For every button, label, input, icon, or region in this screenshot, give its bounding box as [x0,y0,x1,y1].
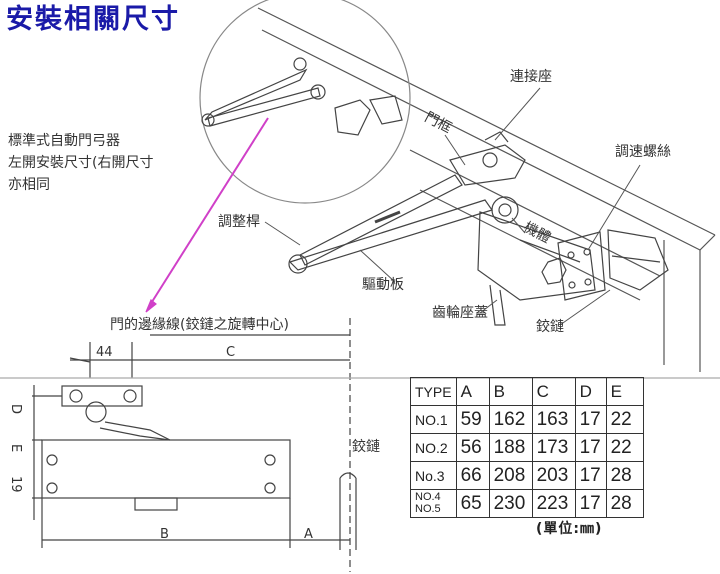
pointer-line [149,117,269,306]
table-cell: 230 [488,489,533,518]
table-cell: 188 [488,433,533,462]
table-cell: 17 [574,433,607,462]
table-cell: 22 [605,433,644,462]
table-cell: 173 [531,433,576,462]
main-closer-body [477,211,669,326]
type-line-2: NO.5 [415,502,441,515]
table-cell: 66 [455,461,490,490]
table-header-cell: E [605,377,644,406]
page-title: 安裝相關尺寸 [6,4,180,35]
label-hinge: 鉸鏈 [536,319,564,335]
table-cell: 163 [531,405,576,434]
table-cell: 28 [605,461,644,490]
top-dimension-lines [69,342,350,378]
table-cell: 28 [605,489,644,518]
dim-b: B [160,527,169,542]
label-connector-seat: 連接座 [510,69,552,85]
table-header-cell: C [531,377,576,406]
table-cell: 56 [455,433,490,462]
label-hinge-vertical: 鉸鏈 [352,439,380,455]
table-cell: 65 [455,489,490,518]
table-cell-type: NO.4 NO.5 [410,489,457,518]
table-cell: 17 [574,461,607,490]
table-cell: 22 [605,405,644,434]
table-cell: 208 [488,461,533,490]
label-adjust-rod: 調整桿 [218,214,260,230]
table-cell: 162 [488,405,533,434]
dim-c: C [226,345,236,360]
unit-note: (單位:㎜) [536,521,603,537]
table-header-cell: A [455,377,490,406]
dim-d: D [8,404,23,415]
note-line-2: 左開安裝尺寸(右開尺寸 [8,155,154,171]
dim-44: 44 [96,345,113,360]
dim-e: E [8,444,23,453]
table-row: No.3 66 208 203 17 28 [410,461,644,490]
table-cell: 223 [531,489,576,518]
table-cell-type: NO.2 [410,433,457,462]
label-door-edge-line: 門的邊緣線(鉸鏈之旋轉中心) [110,317,289,333]
main-arms [288,131,526,274]
table-cell: 59 [455,405,490,434]
label-drive-plate: 驅動板 [362,277,404,293]
table-cell: 17 [574,405,607,434]
table-cell: 203 [531,461,576,490]
note-line-3: 亦相同 [8,177,50,193]
table-cell-type: No.3 [410,461,457,490]
type-line-1: NO.4 [415,490,441,503]
magnified-arm [201,57,403,136]
leader-lines [264,87,641,326]
table-header-cell: TYPE [410,377,457,406]
dim-19: 19 [8,476,23,493]
table-row: NO.1 59 162 163 17 22 [410,405,644,434]
table-header-row: TYPE A B C D E [410,377,644,406]
dimension-table: TYPE A B C D E NO.1 59 162 163 17 22 NO.… [410,377,644,518]
note-line-1: 標準式自動門弓器 [8,133,120,149]
table-header-cell: B [488,377,533,406]
table-row: NO.4 NO.5 65 230 223 17 28 [410,489,644,518]
table-cell: 17 [574,489,607,518]
table-cell-type: NO.1 [410,405,457,434]
table-row: NO.2 56 188 173 17 22 [410,433,644,462]
magnify-circle [199,0,411,204]
label-speed-screw: 調速螺絲 [615,144,671,160]
label-gear-cover: 齒輪座蓋 [432,305,488,321]
table-header-cell: D [574,377,607,406]
door-frame-lines [257,7,716,372]
dim-a: A [304,527,313,542]
